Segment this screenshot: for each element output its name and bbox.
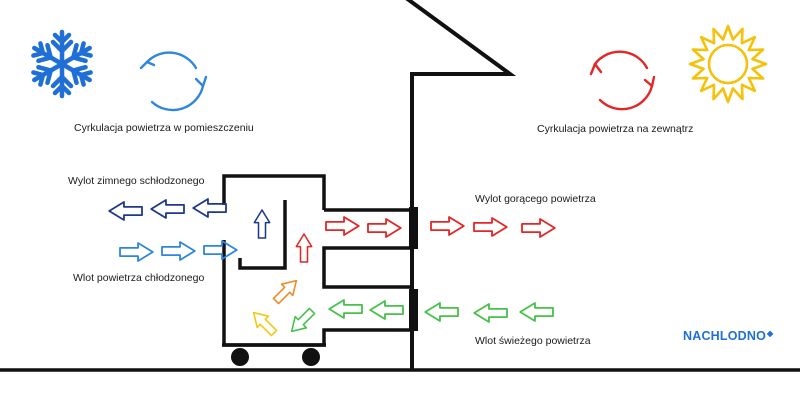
green-diagonal-arrow	[285, 304, 319, 338]
hot-internal-arrow-1	[295, 233, 313, 263]
orange-diagonal-arrow	[269, 274, 303, 308]
hot-outlet-label: Wylot gorącego powietrza	[475, 193, 596, 205]
brand-name: NACHLODNO	[683, 329, 767, 343]
hot-outlet-arrow-1	[325, 216, 360, 236]
fresh-inlet-label: Wlot świeżego powietrza	[475, 335, 591, 347]
internal-up-arrow-blue	[253, 209, 271, 239]
fresh-internal-arrow-2	[369, 300, 404, 320]
cooled-inlet-arrow-1	[119, 242, 154, 262]
cold-outlet-arrow-3	[192, 198, 227, 218]
ac-unit	[222, 174, 410, 347]
wall-vent-upper	[409, 207, 418, 249]
cold-outlet-label: Wylot zimnego schłodzonego	[68, 175, 205, 187]
cooled-inlet-label: Wlot powietrza chłodzonego	[73, 272, 205, 284]
fresh-inlet-arrow-3	[519, 302, 554, 322]
house-outline	[405, 0, 517, 370]
fresh-inlet-arrow-2	[473, 303, 508, 323]
hot-outlet-arrow-3	[430, 216, 465, 236]
wheel-right	[302, 348, 320, 366]
brand-logo[interactable]: NACHLODNO◆	[683, 330, 773, 343]
wall-vent-lower	[409, 289, 418, 331]
hot-outlet-arrow-4	[473, 217, 508, 237]
sun-icon	[688, 24, 768, 104]
brand-mark-icon: ◆	[767, 329, 774, 338]
outdoor-circulation-label: Cyrkulacja powietrza na zewnątrz	[537, 123, 694, 135]
cold-outlet-arrow-2	[150, 199, 185, 219]
cold-outlet-arrow-1	[108, 201, 143, 221]
wheel-left	[231, 348, 249, 366]
indoor-circulation-icon	[139, 51, 208, 112]
outdoor-circulation-icon	[589, 50, 656, 111]
yellow-diagonal-arrow	[247, 306, 281, 340]
fresh-internal-arrow-1	[328, 299, 363, 319]
hot-outlet-arrow-2	[367, 218, 402, 238]
cooled-inlet-arrow-2	[161, 241, 196, 261]
fresh-inlet-arrow-1	[424, 302, 459, 322]
indoor-circulation-label: Cyrkulacja powietrza w pomieszczeniu	[74, 122, 254, 134]
cooled-inlet-arrow-3	[203, 240, 238, 260]
airflow-arrows	[108, 198, 556, 340]
snowflake-icon	[30, 29, 94, 96]
hot-outlet-arrow-5	[521, 218, 556, 238]
